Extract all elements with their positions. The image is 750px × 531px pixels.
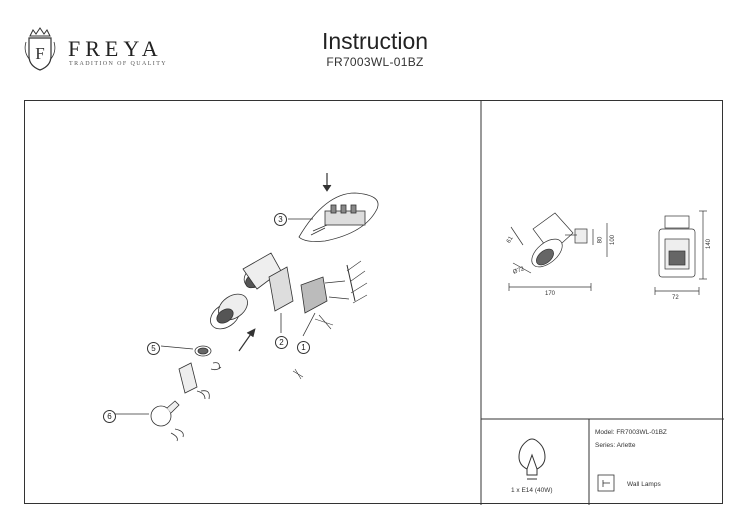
callout-1: 1 xyxy=(297,341,310,354)
category-label: Wall Lamps xyxy=(627,481,661,488)
dimension-drawings xyxy=(508,210,707,295)
crest-letter: F xyxy=(35,44,44,63)
series-label: Series: Arlette xyxy=(595,442,636,449)
model-label: Model: FR7003WL-01BZ xyxy=(595,429,667,436)
dim-front-width: 170 xyxy=(545,291,556,297)
callout-3: 3 xyxy=(274,213,287,226)
crown-crest-icon: F xyxy=(24,27,56,71)
light-bulb xyxy=(150,400,184,442)
callout-2: 2 xyxy=(275,336,288,349)
sheet-grid xyxy=(480,101,724,505)
brand-tagline: TRADITION OF QUALITY xyxy=(69,61,167,67)
dim-side-width: 72 xyxy=(672,295,679,301)
terminal-block-detail xyxy=(298,173,379,242)
retaining-ring xyxy=(194,345,212,357)
brand-logo: F FREYA TRADITION OF QUALITY xyxy=(22,26,192,76)
exploded-assembly-drawing xyxy=(115,173,379,442)
mounting-bracket xyxy=(300,260,368,314)
callout-5: 5 xyxy=(147,342,160,355)
model-code: FR7003WL-01BZ xyxy=(326,55,424,69)
callout-6: 6 xyxy=(103,410,116,423)
instruction-sheet: 3 2 1 5 6 xyxy=(24,100,724,505)
bulb-icon xyxy=(518,438,546,480)
wall-lamp-icon xyxy=(597,474,615,492)
back-plate xyxy=(268,266,294,312)
page-title: Instruction xyxy=(321,28,429,54)
info-icons xyxy=(518,438,615,492)
lamp-socket xyxy=(178,362,222,400)
lamp-shade xyxy=(210,293,248,330)
bulb-spec: 1 x E14 (40W) xyxy=(511,487,553,494)
lamp-head xyxy=(242,252,282,290)
brand-name: FREYA xyxy=(68,36,163,61)
